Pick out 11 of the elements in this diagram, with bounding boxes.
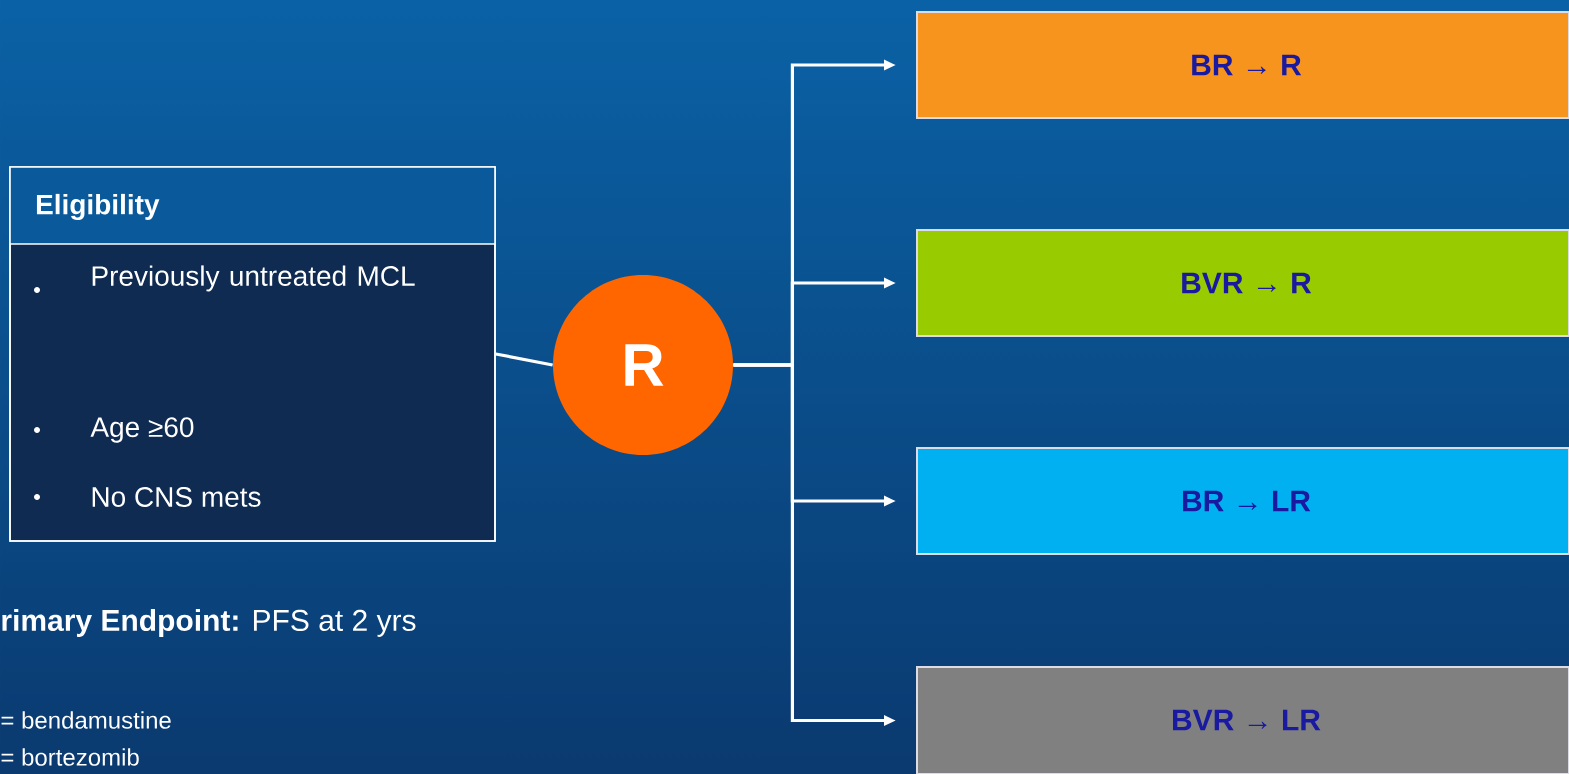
- abbreviation-note: = bortezomib: [1, 748, 139, 766]
- bullet-list: Previously untreated MCL Age ≥60 No CNS mets: [34, 265, 415, 507]
- endpoint-note: rimary Endpoint: PFS at 2 yrs: [2, 609, 416, 637]
- abbreviation-note: = bendamustine: [1, 711, 171, 729]
- node-label: Age ≥60: [90, 417, 194, 443]
- arm-box: BVR → R: [916, 229, 1569, 337]
- arm-box: BR → LR: [916, 447, 1569, 555]
- arm-box: BR → R: [916, 11, 1569, 119]
- node-label: Previously untreated MCL: [92, 265, 415, 292]
- node-label: No CNS mets: [92, 487, 261, 507]
- arm-box: BVR → LR: [916, 666, 1569, 774]
